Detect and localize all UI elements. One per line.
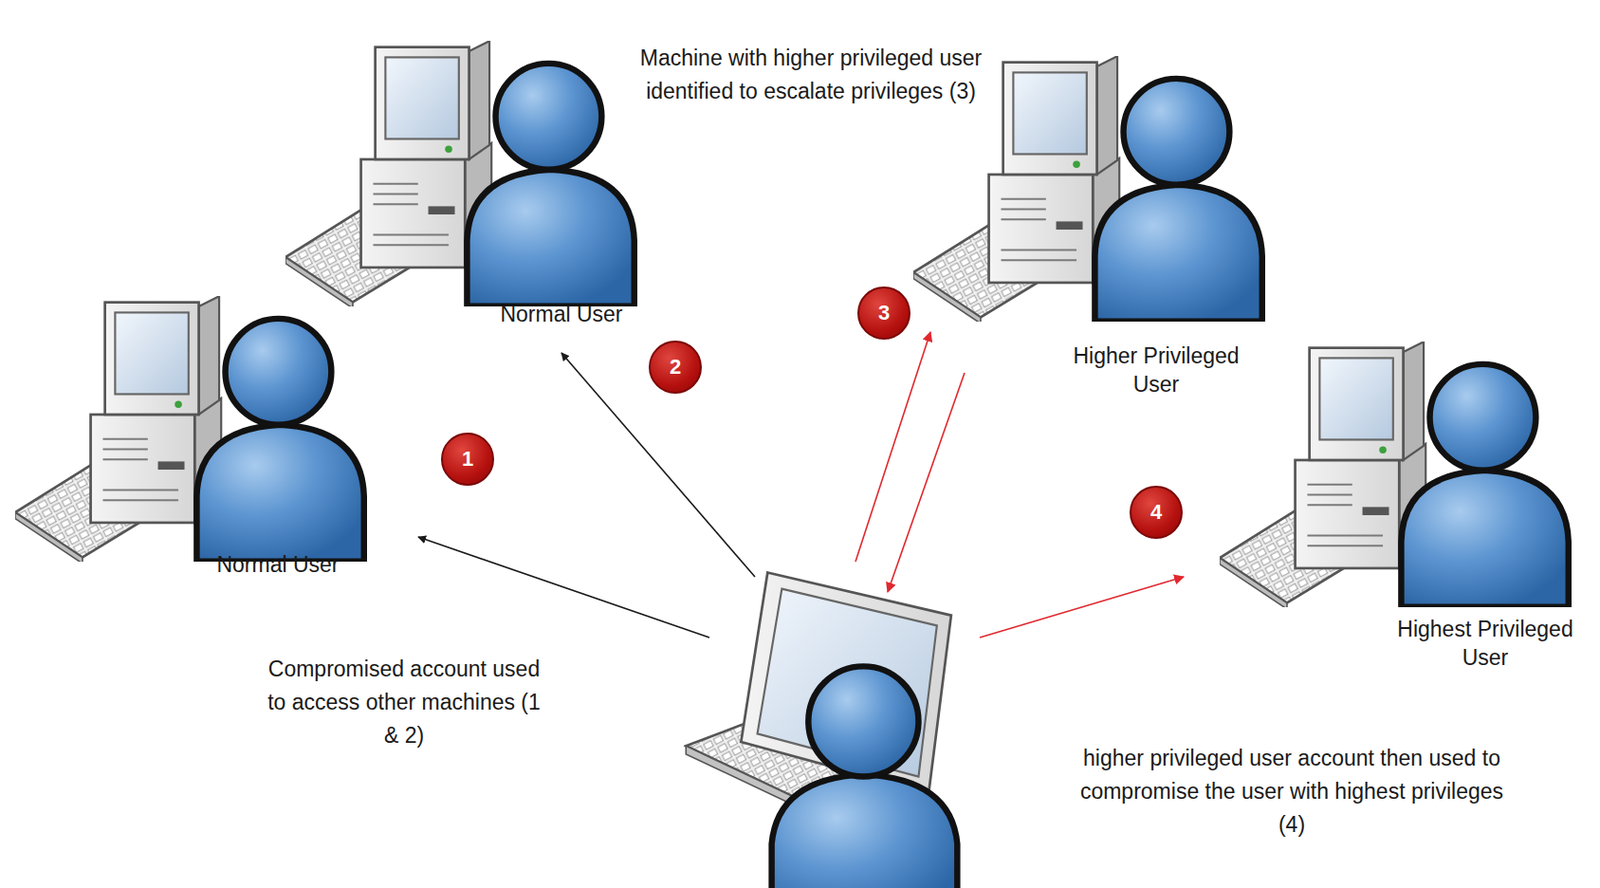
attacker-laptop-icon — [685, 571, 957, 888]
note-text: Machine with higher privileged user iden… — [625, 41, 996, 109]
workstation-icon — [285, 40, 635, 309]
note-text: Compromised account used to access other… — [266, 652, 542, 753]
note-text: higher privileged user account then used… — [1078, 741, 1506, 842]
workstation-icon — [1219, 341, 1569, 609]
workstation-node: Highest Privileged User — [1219, 341, 1590, 683]
user-label: Normal User — [499, 299, 624, 329]
user-label: Highest Privileged User — [1383, 614, 1588, 672]
escalation-arrow — [887, 372, 965, 592]
workstation-icon — [15, 295, 365, 564]
workstation-node: Normal User — [285, 40, 638, 335]
callout-number: 4 — [1129, 485, 1183, 539]
callout-number: 3 — [857, 286, 911, 340]
escalation-arrow — [979, 576, 1184, 638]
workstation-node: Higher Privileged User — [913, 55, 1266, 403]
user-label: Higher Privileged User — [1054, 341, 1259, 399]
callout-number: 1 — [441, 432, 495, 486]
access-arrow — [418, 536, 710, 638]
workstation-node: Normal User — [15, 295, 368, 590]
user-label: Normal User — [216, 550, 340, 579]
callout-number: 2 — [648, 340, 702, 394]
escalation-arrow — [855, 331, 931, 562]
